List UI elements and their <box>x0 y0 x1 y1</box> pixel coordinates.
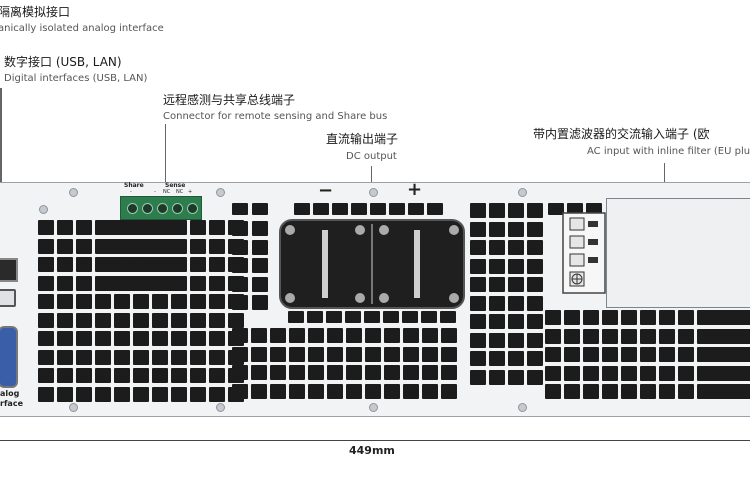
ac-input-label-zh: 带内置滤波器的交流输入端子 (欧 <box>533 127 710 141</box>
digital-leader-line <box>0 88 2 253</box>
sense-connector-label-zh: 远程感测与共享总线端子 <box>163 93 296 107</box>
screw <box>518 403 527 412</box>
ac-input-label-en: AC input with inline filter (EU plug) <box>587 146 750 157</box>
digital-interface-label-en: Digital interfaces (USB, LAN) <box>4 73 148 84</box>
nc-label-1: NC <box>163 189 171 195</box>
analog-interface-label-en: anically isolated analog interface <box>0 23 164 34</box>
sense-terminal-label: Sense <box>165 182 186 189</box>
screw <box>69 188 78 197</box>
share-minus-label: - <box>130 189 132 195</box>
dc-output-label-en: DC output <box>346 151 397 162</box>
analog-interface-side-label-2: rface <box>0 399 23 408</box>
sense-minus-label: - <box>154 189 156 195</box>
dc-leader-line <box>371 166 372 188</box>
terminal-pin <box>127 203 138 214</box>
screw <box>69 403 78 412</box>
dc-plus-symbol: + <box>407 179 423 200</box>
lan-port[interactable] <box>0 258 18 282</box>
screw <box>369 403 378 412</box>
sense-plus-label: + <box>188 189 193 195</box>
sense-share-terminal-block[interactable] <box>120 196 202 220</box>
dc-output-terminal-cover[interactable] <box>278 218 466 310</box>
terminal-pin <box>142 203 153 214</box>
sense-connector-label-en: Connector for remote sensing and Share b… <box>163 111 388 122</box>
ac-input-terminal-block[interactable] <box>562 212 606 294</box>
terminal-pin <box>187 203 198 214</box>
analog-interface-side-label-1: alog <box>0 389 20 398</box>
analog-interface-label-zh: 隔离模拟接口 <box>0 5 71 19</box>
analog-dsub-connector[interactable] <box>0 326 18 388</box>
digital-interface-label-zh: 数字接口 (USB, LAN) <box>4 55 122 69</box>
dimension-line <box>0 440 750 441</box>
screw <box>39 205 48 214</box>
terminal-pin <box>172 203 183 214</box>
share-terminal-label: Share <box>124 182 144 189</box>
ac-filter-cover <box>606 198 750 308</box>
sense-leader-line <box>165 124 166 186</box>
width-dimension-label: 449mm <box>349 444 395 457</box>
screw <box>369 188 378 197</box>
screw <box>216 403 225 412</box>
terminal-pin <box>157 203 168 214</box>
screw <box>518 188 527 197</box>
nc-label-2: NC <box>176 189 184 195</box>
screw <box>216 188 225 197</box>
dc-output-label-zh: 直流输出端子 <box>326 132 399 146</box>
dc-minus-symbol: − <box>318 180 334 201</box>
usb-port[interactable] <box>0 289 16 307</box>
